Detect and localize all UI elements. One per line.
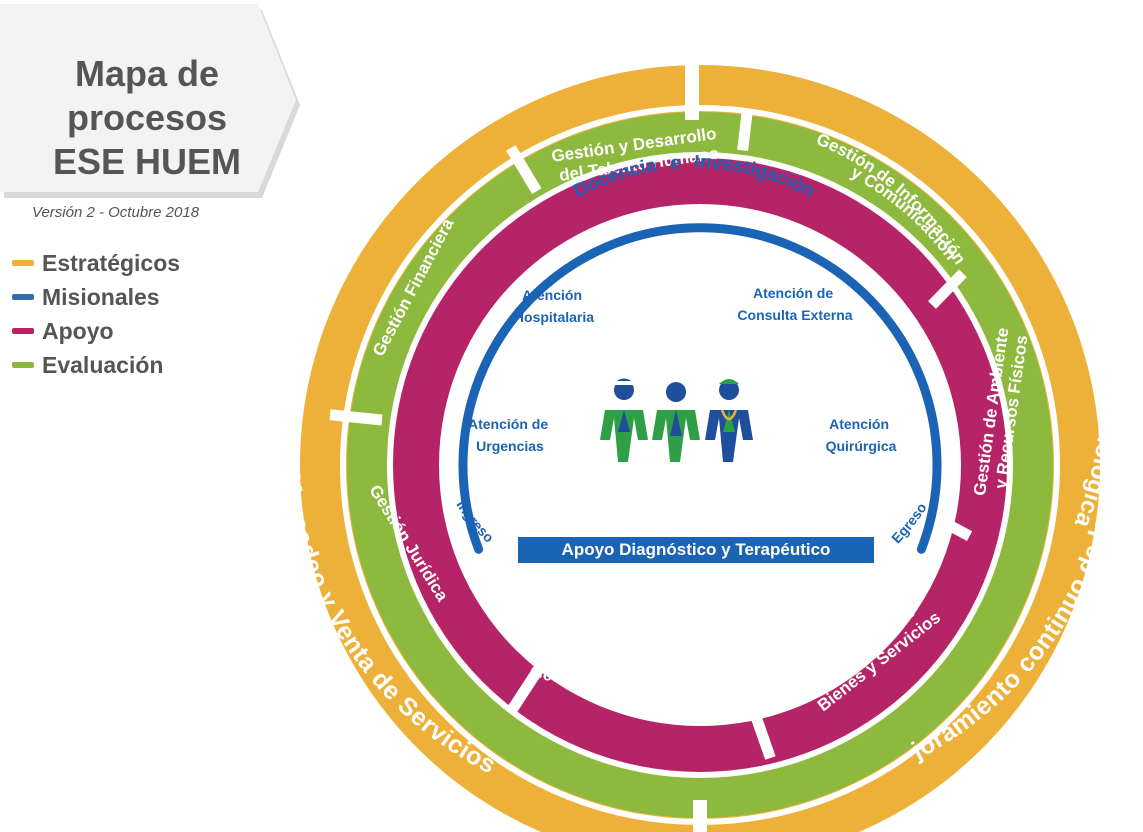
legend-item-estrategicos: Estratégicos — [12, 246, 180, 280]
legend-label: Evaluación — [42, 351, 164, 378]
atencion-hospitalaria: Atención Hospitalaria — [514, 287, 594, 325]
legend-item-misionales: Misionales — [12, 280, 180, 314]
core-mission-area — [448, 213, 952, 717]
legend-label: Estratégicos — [42, 249, 181, 276]
doctor-icon — [600, 378, 648, 462]
legend-item-apoyo: Apoyo — [12, 314, 180, 348]
atencion-urgencias: Atención de Urgencias — [468, 416, 552, 454]
legend: Estratégicos Misionales Apoyo Evaluación — [12, 246, 180, 382]
medical-staff-icon — [600, 378, 753, 462]
title-line-2: procesos — [66, 97, 228, 138]
legend-swatch-misionales — [12, 294, 34, 300]
legend-item-evaluacion: Evaluación — [12, 348, 180, 382]
legend-label: Apoyo — [42, 317, 114, 344]
legend-label: Misionales — [42, 283, 160, 310]
atencion-consulta-externa: Atención de Consulta Externa — [737, 285, 852, 323]
legend-swatch-apoyo — [12, 328, 34, 334]
title-line-1: Mapa de — [74, 53, 220, 94]
version-label: Versión 2 - Octubre 2018 — [32, 204, 200, 221]
page-title: Mapa de procesos ESE HUEM — [22, 52, 272, 184]
title-line-3: ESE HUEM — [52, 141, 242, 182]
ring-separators — [303, 58, 1093, 832]
title-badge — [0, 4, 300, 198]
atencion-quirurgica: Atención Quirúrgica — [826, 416, 897, 454]
person-icon — [652, 382, 700, 462]
diagnostic-bar — [518, 537, 874, 563]
legend-swatch-estrategicos — [12, 260, 34, 266]
nurse-icon — [705, 379, 753, 462]
support-label-ambiente: Gestión de Ambiente y Recursos Físicos — [970, 322, 1033, 500]
diagnostic-label: Apoyo Diagnóstico y Terapéutico — [562, 540, 831, 559]
legend-swatch-evaluacion — [12, 362, 34, 368]
